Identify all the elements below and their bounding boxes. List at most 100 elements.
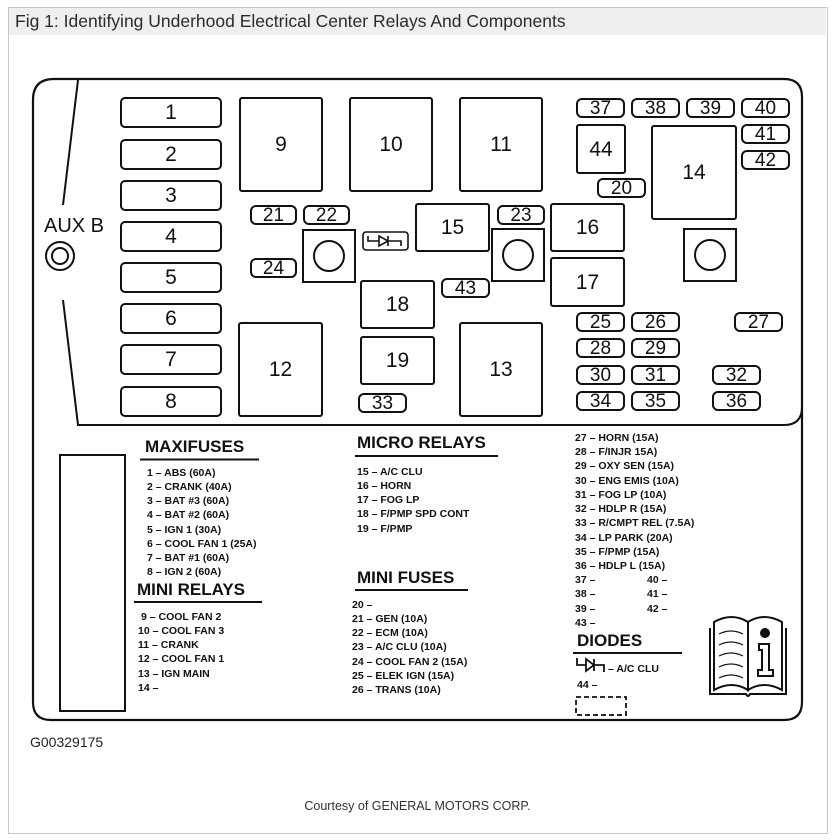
mini-fuse-34-slot: 34 xyxy=(576,391,625,411)
legend-row: 39 – 42 – xyxy=(575,602,694,616)
mini-fuses-heading: MINI FUSES xyxy=(357,568,455,587)
mini-fuse-36-slot: 36 xyxy=(712,391,761,411)
diode-44-slot: 44 xyxy=(576,124,626,174)
figure-frame xyxy=(8,7,828,834)
mini-fuse-37-slot: 37 xyxy=(576,98,625,118)
mini-fuse-41-slot: 41 xyxy=(741,124,790,144)
legend-item: 17 – FOG LP xyxy=(357,494,420,507)
legend-row: 37 – 40 – xyxy=(575,573,694,587)
maxifuse-3-slot: 3 xyxy=(120,180,222,211)
mini-relay-13-slot: 13 xyxy=(459,322,543,417)
legend-item: 34 – LP PARK (20A) xyxy=(575,531,673,544)
mini-relays-list: 9 – COOL FAN 2 10 – COOL FAN 3 11 – CRAN… xyxy=(138,610,224,695)
mini-fuse-39-slot: 39 xyxy=(686,98,735,118)
legend-item: 35 – F/PMP (15A) xyxy=(575,545,660,558)
legend-item: 10 – COOL FAN 3 xyxy=(138,625,225,638)
mini-fuse-25-slot: 25 xyxy=(576,312,625,332)
mini-relays-heading: MINI RELAYS xyxy=(137,580,246,599)
legend-item: 2 – CRANK (40A) xyxy=(147,481,232,494)
legend-item: 20 – xyxy=(352,599,373,611)
mini-fuse-33-slot: 33 xyxy=(358,393,407,413)
legend-item: 11 – CRANK xyxy=(138,639,199,652)
mini-fuse-35-slot: 35 xyxy=(631,391,680,411)
legend-item: 27 – HORN (15A) xyxy=(575,432,659,444)
legend-blank-panel xyxy=(59,454,126,712)
courtesy-credit: Courtesy of GENERAL MOTORS CORP. xyxy=(304,799,531,813)
micro-relays-heading: MICRO RELAYS xyxy=(357,433,486,452)
legend-item: 30 – ENG EMIS (10A) xyxy=(575,474,679,487)
maxifuses-list: 1 – ABS (60A) 2 – CRANK (40A) 3 – BAT #3… xyxy=(147,466,257,579)
figure-title: Fig 1: Identifying Underhood Electrical … xyxy=(15,11,566,31)
mini-fuse-27-slot: 27 xyxy=(734,312,783,332)
legend-item: 6 – COOL FAN 1 (25A) xyxy=(147,537,257,550)
mini-relay-11-slot: 11 xyxy=(459,97,543,192)
legend-row: 38 – 41 – xyxy=(575,587,694,601)
mini-fuse-26-slot: 26 xyxy=(631,312,680,332)
legend-item: 38 – xyxy=(575,588,596,601)
diode-44-placeholder xyxy=(575,696,627,716)
legend-item: 32 – HDLP R (15A) xyxy=(575,503,667,516)
mini-fuses-continued-list: 27 – HORN (15A) 28 – F/INJR 15A) 29 – OX… xyxy=(575,431,694,630)
info-book-icon xyxy=(709,616,787,697)
figure-id: G00329175 xyxy=(30,734,104,750)
maxifuse-6-slot: 6 xyxy=(120,303,222,334)
mini-fuse-31-slot: 31 xyxy=(631,365,680,385)
legend-item: 22 – ECM (10A) xyxy=(352,627,428,640)
legend-item: 26 – TRANS (10A) xyxy=(352,683,441,696)
legend-item: 14 – xyxy=(138,681,159,694)
stud-terminal-icon xyxy=(45,241,75,271)
electrical-center-outline xyxy=(31,77,804,722)
mini-fuse-22-slot: 22 xyxy=(303,205,350,225)
legend-item: 41 – xyxy=(647,588,668,601)
maxifuse-2-slot: 2 xyxy=(120,139,222,170)
mini-relay-9-slot: 9 xyxy=(239,97,323,192)
mini-relay-12-slot: 12 xyxy=(238,322,323,417)
aux-b-label: AUX B xyxy=(44,215,105,237)
legend-item: 8 – IGN 2 (60A) xyxy=(147,565,222,578)
maxifuse-5-slot: 5 xyxy=(120,262,222,293)
legend-item: 33 – R/CMPT REL (7.5A) xyxy=(575,517,695,530)
micro-relay-18-slot: 18 xyxy=(360,280,435,329)
mini-fuse-24-slot: 24 xyxy=(250,258,297,278)
mini-fuse-38-slot: 38 xyxy=(631,98,680,118)
mini-fuse-21-slot: 21 xyxy=(250,205,297,225)
legend-item: 37 – xyxy=(575,574,596,587)
stud-terminal-icon xyxy=(302,229,356,283)
mini-fuse-43-slot: 43 xyxy=(441,278,490,298)
maxifuse-7-slot: 7 xyxy=(120,344,222,375)
micro-relay-15-slot: 15 xyxy=(415,203,490,252)
legend-item: 15 – A/C CLU xyxy=(357,466,423,478)
mini-fuse-28-slot: 28 xyxy=(576,338,625,358)
legend-item: 36 – HDLP L (15A) xyxy=(575,559,666,572)
legend-item: 43 – xyxy=(575,616,596,629)
mini-fuse-20-slot: 20 xyxy=(597,178,646,198)
mini-fuse-29-slot: 29 xyxy=(631,338,680,358)
mini-fuse-23-slot: 23 xyxy=(497,205,545,225)
legend-item: 1 – ABS (60A) xyxy=(147,467,216,479)
legend-item: 21 – GEN (10A) xyxy=(352,613,428,626)
fuse-block-boundary xyxy=(62,79,803,426)
legend-item: 44 – xyxy=(577,679,598,691)
legend-item: 3 – BAT #3 (60A) xyxy=(147,495,230,508)
maxifuse-8-slot: 8 xyxy=(120,386,222,417)
legend-item: 16 – HORN xyxy=(357,480,412,493)
maxifuse-1-slot: 1 xyxy=(120,97,222,128)
legend-item: 19 – F/PMP xyxy=(357,522,413,535)
stud-terminal-icon xyxy=(491,228,545,282)
legend-item: – A/C CLU xyxy=(608,663,659,675)
legend-item: 28 – F/INJR 15A) xyxy=(575,446,658,459)
diode-icon xyxy=(576,657,605,673)
micro-relays-list: 15 – A/C CLU 16 – HORN 17 – FOG LP 18 – … xyxy=(357,465,469,536)
mini-fuse-30-slot: 30 xyxy=(576,365,625,385)
diode-icon xyxy=(362,231,409,251)
legend-item: 25 – ELEK IGN (15A) xyxy=(352,669,455,682)
stud-terminal-icon xyxy=(683,228,737,282)
legend-item: 29 – OXY SEN (15A) xyxy=(575,460,675,473)
legend-item: 5 – IGN 1 (30A) xyxy=(147,523,222,536)
maxifuses-heading: MAXIFUSES xyxy=(145,437,245,456)
mini-relay-10-slot: 10 xyxy=(349,97,433,192)
diodes-heading: DIODES xyxy=(577,631,643,650)
maxifuse-4-slot: 4 xyxy=(120,221,222,252)
legend-item: 24 – COOL FAN 2 (15A) xyxy=(352,655,468,668)
